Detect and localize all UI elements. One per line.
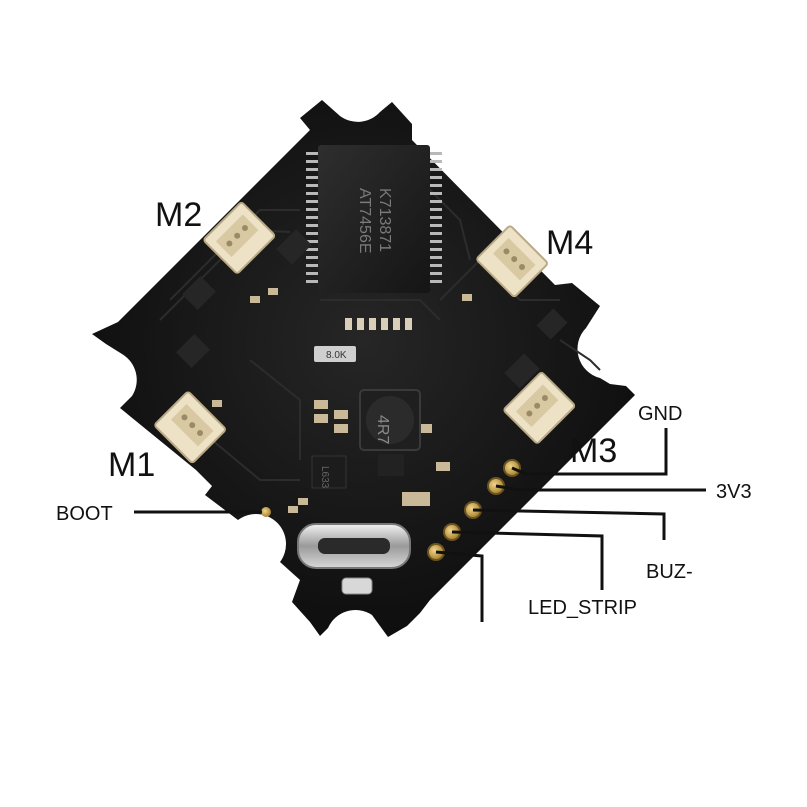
label-m3: M3 (570, 432, 617, 470)
label-gnd: GND (638, 403, 682, 425)
motor-connector-m3 (503, 372, 576, 444)
motor-connector-m4 (476, 225, 548, 298)
smd-components: 8.0K L633 (176, 229, 568, 513)
crystal-marking: 8.0K (326, 350, 347, 361)
label-3v3: 3V3 (716, 481, 752, 503)
micro-usb-port (297, 523, 411, 569)
labels: M2 M4 M1 M3 BOOT GND 3V3 BUZ- LED_STRIP (56, 196, 752, 619)
diode (378, 454, 404, 476)
trace (249, 359, 301, 460)
regulator (311, 455, 347, 489)
chip-pins-right (430, 152, 442, 283)
trace (320, 299, 441, 321)
usb-opening (318, 538, 390, 554)
inductor: 4R7 (359, 389, 421, 451)
resistor-array (345, 318, 412, 330)
regulator-marking: L633 (319, 466, 330, 489)
motor-connector-m2 (203, 202, 276, 274)
leader-buz (472, 508, 666, 540)
crystal (314, 346, 356, 362)
capacitors (212, 288, 472, 513)
label-led-strip: LED_STRIP (528, 597, 637, 619)
leader-led (451, 530, 604, 590)
trace (169, 209, 300, 301)
trace (559, 339, 601, 371)
chip-marking-2: K713871 (376, 188, 393, 252)
label-m4: M4 (546, 224, 593, 262)
motor-connector-m1 (154, 391, 226, 464)
small-ic (182, 276, 216, 310)
inductor-marking: 4R7 (374, 415, 391, 444)
label-m1: M1 (108, 446, 155, 484)
leader-lines (134, 428, 706, 622)
label-boot: BOOT (56, 503, 113, 525)
tactile-button (341, 577, 373, 595)
inductor-core (366, 396, 414, 444)
osd-chip: AT7456E K713871 (306, 145, 442, 293)
trace (199, 429, 300, 481)
leader-gnd (511, 428, 668, 476)
label-m2: M2 (155, 196, 202, 234)
chip-marking-1: AT7456E (356, 188, 373, 254)
small-ic (176, 334, 210, 368)
small-ic (536, 308, 568, 340)
leader-extra (435, 550, 484, 622)
chip-pins-left (306, 152, 318, 283)
small-ic (504, 353, 540, 389)
small-ic (276, 229, 312, 265)
label-buz: BUZ- (646, 561, 693, 583)
leader-3v3 (495, 484, 706, 492)
pad-boot (261, 507, 271, 517)
chip-body (318, 145, 430, 293)
